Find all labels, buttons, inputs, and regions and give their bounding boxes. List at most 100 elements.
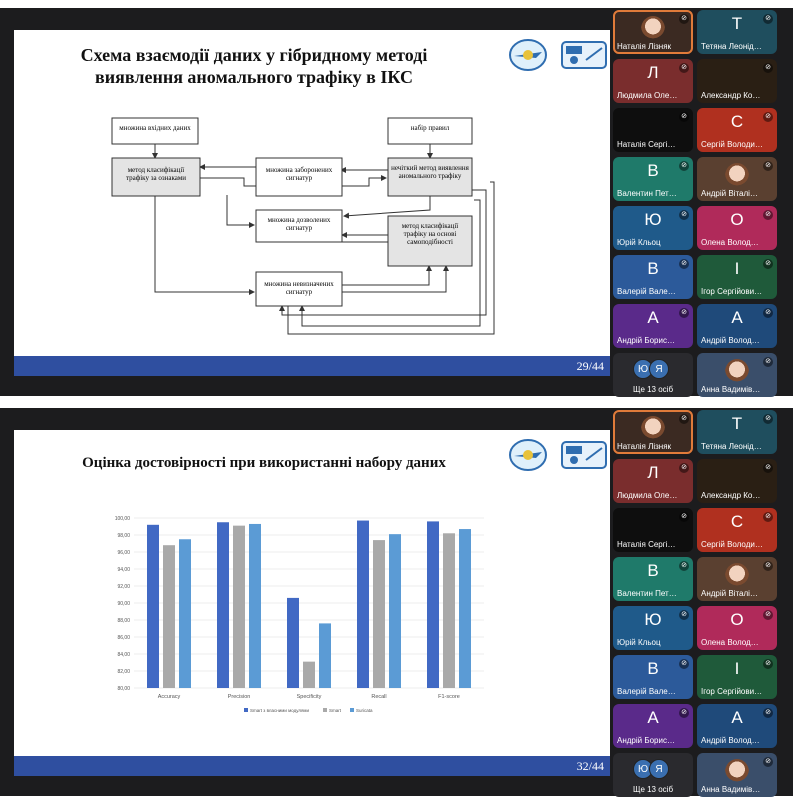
participant-tile[interactable]: В⊘Валентин Петр… — [613, 157, 693, 201]
participant-tile[interactable]: Ю⊘Юрій Кльоц — [613, 606, 693, 650]
y-tick-label: 98,00 — [117, 533, 130, 539]
participant-name: Сергій Володи… — [701, 140, 763, 149]
participant-initial: В — [647, 659, 659, 678]
mic-muted-icon: ⊘ — [763, 610, 773, 620]
presentation-slide: Оцінка достовірності при використанні на… — [14, 430, 610, 776]
participant-tile[interactable]: А⊘Андрій Борисо… — [613, 704, 693, 748]
participant-avatar — [725, 759, 749, 785]
participant-tile[interactable]: Л⊘Людмила Олек… — [613, 459, 693, 503]
participant-name: Наталія Сергі… — [617, 540, 676, 549]
mic-muted-icon: ⊘ — [763, 63, 773, 73]
participant-tile[interactable]: А ⊘ Андрій Володи… — [697, 304, 777, 348]
mic-muted-icon: ⊘ — [763, 512, 773, 522]
participant-avatar — [725, 163, 749, 189]
participant-tile[interactable]: А⊘Андрій Борисо… — [613, 304, 693, 348]
bar — [233, 525, 245, 688]
participant-tile[interactable]: С⊘Сергій Володи… — [697, 508, 777, 552]
participant-avatar — [641, 416, 665, 442]
screenshot-bottom: Оцінка достовірності при використанні на… — [0, 408, 793, 797]
participant-avatar — [725, 563, 749, 589]
slide-footer-bar: 29/44 — [14, 356, 610, 376]
participant-name: Андрій Володи… — [701, 336, 763, 345]
mic-muted-icon: ⊘ — [679, 561, 689, 571]
mic-muted-icon: ⊘ — [679, 414, 689, 424]
participant-tile[interactable]: Т⊘Тетяна Леонід… — [697, 10, 777, 54]
participant-tile[interactable]: ⊘ Наталія Лізняк — [613, 410, 693, 454]
participant-tile[interactable]: Л⊘Людмила Олек… — [613, 59, 693, 103]
participant-tile[interactable]: В⊘Валерій Валері… — [613, 255, 693, 299]
box-fuzzy-method: нечіткий метод виявлення аномального тра… — [391, 164, 469, 180]
participant-tile[interactable]: ⊘Андрій Віталі… — [697, 157, 777, 201]
participant-tile[interactable]: Ю⊘Юрій Кльоц — [613, 206, 693, 250]
mic-muted-icon: ⊘ — [679, 659, 689, 669]
participant-tile[interactable]: ⊘Александр Кор… — [697, 459, 777, 503]
participant-initial: В — [647, 161, 659, 180]
participant-initial: Я — [649, 759, 669, 779]
mic-muted-icon: ⊘ — [763, 112, 773, 122]
department-logo-icon — [561, 41, 607, 69]
participant-tile[interactable]: А⊘Андрій Володи… — [697, 704, 777, 748]
x-tick-label: Accuracy — [158, 694, 181, 700]
participant-tile[interactable]: В⊘Валерій Валері… — [613, 655, 693, 699]
participant-tile[interactable]: О⊘Олена Володи… — [697, 606, 777, 650]
participant-name: Олена Володи… — [701, 238, 763, 247]
participant-name: Наталія Лізняк — [617, 442, 672, 451]
mic-muted-icon: ⊘ — [763, 210, 773, 220]
participant-tile[interactable]: ⊘Анна Вадимів… — [697, 753, 777, 797]
bar — [443, 533, 455, 688]
bar — [389, 534, 401, 688]
box-feature-method: метод класифікації трафіку за ознаками — [125, 166, 187, 182]
y-tick-label: 84,00 — [117, 652, 130, 658]
slide-title-line1: Схема взаємодії даних у гібридному метод… — [80, 45, 428, 65]
participant-tile[interactable]: І⊘Ігор Сергійови… — [697, 255, 777, 299]
y-tick-label: 88,00 — [117, 618, 130, 624]
participant-name: Юрій Кльоц — [617, 638, 661, 647]
participant-initial: І — [734, 259, 740, 278]
participant-tile[interactable]: ⊘Александр Кор… — [697, 59, 777, 103]
slide-page-number: 29/44 — [576, 359, 604, 373]
mic-muted-icon: ⊘ — [679, 512, 689, 522]
participant-initial: А — [647, 708, 659, 727]
participant-tile[interactable]: ⊘Наталія Лізняк — [613, 10, 693, 54]
slide-title: Схема взаємодії даних у гібридному метод… — [44, 44, 464, 88]
participant-name: Валентин Петр… — [617, 189, 679, 198]
participant-tile[interactable]: С⊘Сергій Володи… — [697, 108, 777, 152]
x-tick-label: Recall — [371, 694, 386, 700]
mic-muted-icon: ⊘ — [763, 308, 773, 318]
legend-swatch — [323, 708, 327, 712]
participant-tile[interactable]: ⊘ Андрій Віталі… — [697, 557, 777, 601]
participant-name: Андрій Віталі… — [701, 589, 758, 598]
bar — [147, 524, 159, 688]
bar — [357, 520, 369, 688]
participant-initial: Л — [647, 463, 659, 482]
bar — [303, 661, 315, 688]
mic-muted-icon: ⊘ — [679, 63, 689, 73]
participant-tile[interactable]: В⊘Валентин Петр… — [613, 557, 693, 601]
mic-muted-icon: ⊘ — [679, 14, 689, 24]
participant-name: Людмила Олек… — [617, 91, 679, 100]
mic-muted-icon: ⊘ — [763, 259, 773, 269]
participant-tile[interactable]: ⊘ Наталія Сергі… — [613, 508, 693, 552]
presentation-slide: Схема взаємодії даних у гібридному метод… — [14, 30, 610, 376]
participant-tile[interactable]: Т⊘Тетяна Леонід… — [697, 410, 777, 454]
y-tick-label: 100,00 — [115, 516, 131, 522]
participant-initial: Т — [731, 14, 743, 33]
participant-tile[interactable]: ⊘ Анна Вадимів… — [697, 353, 777, 397]
participant-tile[interactable]: І⊘Ігор Сергійови… — [697, 655, 777, 699]
mic-muted-icon: ⊘ — [679, 610, 689, 620]
mic-muted-icon: ⊘ — [679, 463, 689, 473]
participant-initial: В — [647, 561, 659, 580]
participant-tile[interactable]: О⊘Олена Володи… — [697, 206, 777, 250]
participant-name: Анна Вадимів… — [701, 385, 761, 394]
participant-tile[interactable]: ⊘Наталія Сергі… — [613, 108, 693, 152]
mic-muted-icon: ⊘ — [763, 14, 773, 24]
mic-muted-icon: ⊘ — [763, 561, 773, 571]
mic-muted-icon: ⊘ — [763, 357, 773, 367]
mic-muted-icon: ⊘ — [763, 708, 773, 718]
participant-initial: А — [731, 308, 743, 327]
